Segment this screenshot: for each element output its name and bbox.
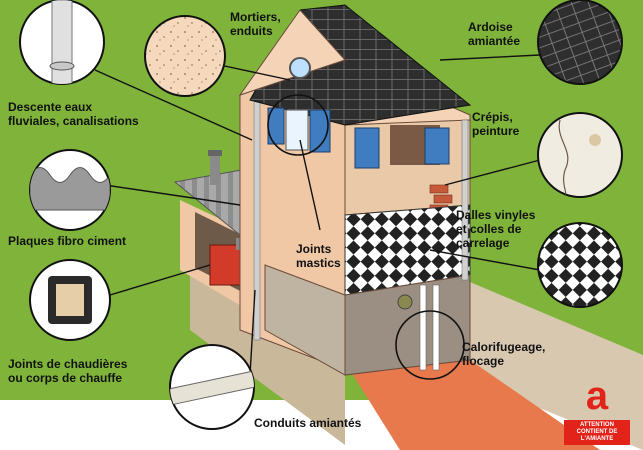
callout-plaques — [29, 149, 111, 231]
callout-crepis — [537, 112, 623, 198]
joints-focus-circle — [267, 94, 329, 156]
label-crepis: Crépis, peinture — [472, 110, 520, 138]
basement-floor — [350, 360, 600, 450]
label-chaudieres: Joints de chaudières ou corps de chauffe — [8, 357, 128, 385]
callout-mortiers — [144, 15, 226, 97]
callout-ardoise — [537, 0, 623, 85]
right-path — [470, 282, 643, 450]
callout-chaudieres — [29, 259, 111, 341]
callout-descente — [19, 0, 105, 85]
label-ardoise: Ardoise amiantée — [468, 20, 521, 48]
badge-letter: a — [585, 374, 609, 418]
insulated-pipe — [419, 284, 427, 371]
callout-dalles — [537, 222, 623, 308]
left-trench — [190, 268, 345, 445]
leader-lines — [94, 54, 541, 376]
downpipe — [253, 99, 261, 341]
round-window — [289, 57, 311, 79]
badge-text: ATTENTION CONTIENT DE L'AMIANTE — [564, 420, 630, 445]
asbestos-warning-badge: a ATTENTION CONTIENT DE L'AMIANTE — [560, 374, 634, 445]
calorifugeage-focus-circle — [395, 310, 465, 380]
callout-conduits — [169, 344, 255, 430]
label-joints-mastics: Joints mastics — [296, 242, 341, 270]
label-conduits: Conduits amiantés — [254, 416, 362, 430]
label-dalles: Dalles vinyles et colles de carrelage — [456, 208, 536, 250]
label-descente: Descente eaux fluviales, canalisations — [8, 100, 139, 128]
label-plaques: Plaques fibro ciment — [8, 234, 127, 248]
label-mortiers: Mortiers, enduits — [230, 10, 281, 38]
chimney — [210, 155, 220, 185]
label-calorifugeage: Calorifugeage, flocage — [462, 340, 546, 368]
